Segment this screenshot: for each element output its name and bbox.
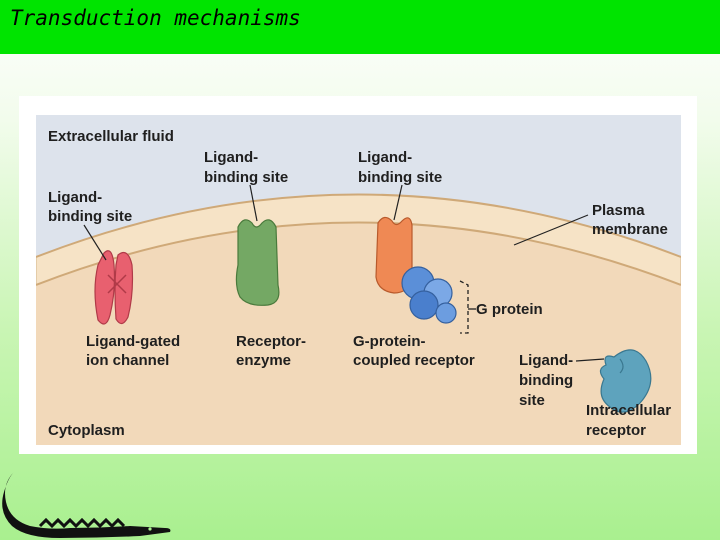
ligand-binding-site-left-label: Ligand- [48,189,102,206]
ion-channel-protein [94,250,134,325]
intracellular-receptor-label: Intracellular [586,402,671,419]
plasma-membrane-label-2: membrane [592,221,668,238]
ligand-binding-site-mid-label: Ligand- [204,149,258,166]
ligand-binding-site-mid-label-2: binding site [204,169,288,186]
transduction-diagram: Extracellular fluid Ligand- binding site… [36,115,681,445]
intracellular-ligand-label-3: site [519,392,545,409]
gpcr-label: G-protein- [353,333,426,350]
membrane-outer-line [36,193,681,258]
gpcr-label-2: coupled receptor [353,352,475,369]
ligand-binding-site-right-label: Ligand- [358,149,412,166]
ion-channel-label: Ligand-gated [86,333,180,350]
extracellular-fluid-label: Extracellular fluid [48,128,174,145]
receptor-enzyme-protein [235,219,280,306]
intracellular-receptor-protein [599,349,652,413]
title-bar: Transduction mechanisms [0,0,720,54]
g-protein [401,266,457,324]
g-protein-label: G protein [476,301,543,318]
ligand-binding-site-right-label-2: binding site [358,169,442,186]
receptor-enzyme-label-2: enzyme [236,352,291,369]
ligand-binding-site-left-label-2: binding site [48,208,132,225]
cytoplasm-label: Cytoplasm [48,422,125,439]
page-title: Transduction mechanisms [10,6,301,30]
intracellular-receptor-label-2: receptor [586,422,646,439]
crocodile-logo [2,472,171,538]
cytoplasm-region [36,222,681,445]
plasma-membrane-label: Plasma [592,202,645,219]
intracellular-ligand-label-2: binding [519,372,573,389]
gpcr-protein [375,216,413,294]
ion-channel-label-2: ion channel [86,352,169,369]
receptor-enzyme-label: Receptor- [236,333,306,350]
intracellular-ligand-label: Ligand- [519,352,573,369]
